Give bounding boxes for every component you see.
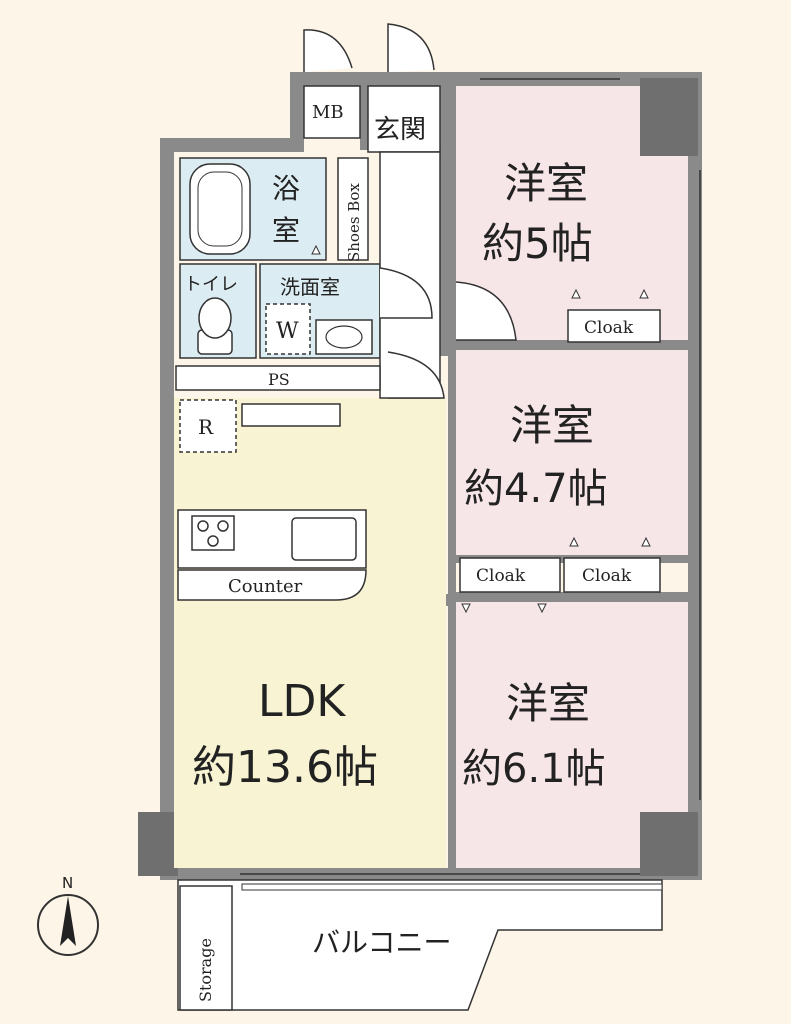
room2-floor — [456, 350, 688, 555]
storage-box — [179, 885, 233, 1011]
room1-label-1: 洋室 — [504, 159, 588, 208]
room2-label-2: 約4.7帖 — [464, 466, 608, 512]
ps-label: PS — [268, 370, 290, 389]
compass: N — [37, 874, 99, 956]
room2-label-1: 洋室 — [510, 401, 594, 450]
toilet-label: トイレ — [184, 274, 238, 295]
north-arrow-icon — [60, 896, 76, 946]
ldk-label-1: LDK — [258, 676, 346, 727]
shoes-box — [337, 157, 369, 261]
balcony-label: バルコニー — [312, 926, 451, 959]
washer-label: W — [276, 319, 299, 344]
bathtub-inner — [197, 171, 243, 247]
room1-label-2: 約5帖 — [482, 219, 593, 268]
bath-drain — [311, 244, 321, 255]
pillars — [138, 78, 698, 876]
toilet-fixture — [197, 297, 233, 355]
kitchen-sink — [291, 517, 357, 561]
ldk-label-2: 約13.6帖 — [192, 742, 378, 793]
room3-floor — [456, 602, 640, 868]
cloak-box-2 — [459, 557, 561, 593]
stove — [191, 515, 235, 551]
bath-label-2: 室 — [272, 214, 300, 247]
compass-ring — [37, 894, 99, 956]
counter-bar — [177, 569, 367, 601]
cloak-label-3: Cloak — [582, 566, 632, 586]
window-marks — [240, 78, 701, 875]
mb-box — [303, 85, 361, 139]
room3-label-1: 洋室 — [506, 679, 590, 728]
genkan-floor — [367, 85, 441, 153]
shelf — [241, 403, 341, 427]
counter-label: Counter — [228, 576, 303, 597]
washroom-label: 洗面室 — [280, 275, 340, 299]
balcony — [177, 879, 663, 1011]
cloak-box-3 — [563, 557, 661, 593]
compass-north-label: N — [62, 874, 73, 892]
cloak-label-1: Cloak — [584, 318, 634, 338]
shoes-box-label: Shoes Box — [345, 183, 363, 262]
cloak-box-1 — [567, 309, 661, 343]
fridge — [179, 399, 237, 453]
storage-label: Storage — [196, 938, 215, 1002]
cloak-label-2: Cloak — [476, 566, 526, 586]
fridge-label: R — [198, 415, 214, 439]
outer-walls — [160, 72, 702, 880]
room3-floor-right — [640, 602, 688, 812]
room3-label-2: 約6.1帖 — [462, 746, 606, 792]
mb-label: MB — [312, 102, 344, 123]
ps-box — [175, 365, 381, 391]
bath-label-1: 浴 — [272, 172, 300, 205]
sink-bowl — [325, 325, 363, 349]
washer-area — [265, 303, 311, 355]
cloak-markers — [461, 288, 651, 614]
genkan-label: 玄関 — [374, 115, 426, 145]
ldk-floor — [174, 398, 446, 868]
